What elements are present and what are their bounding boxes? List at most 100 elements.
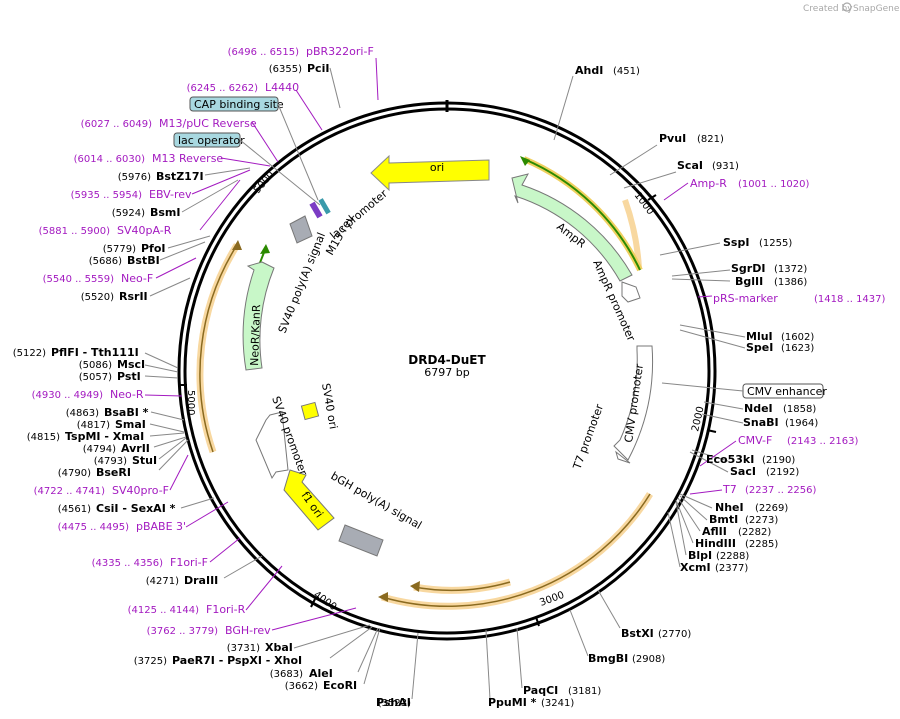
primer-range: (4475 .. 4495) [58,522,130,533]
enzyme-pos: (1386) [774,277,807,288]
neo-orf-line [199,244,238,453]
enzyme-label: RsrII [119,290,148,303]
watermark-text: Created by [803,4,853,14]
sv40-polya-label: SV40 poly(A) signal [276,231,328,335]
primer-range: (6027 .. 6049) [81,119,153,130]
enzyme-pos: (5122) [13,348,46,359]
neor-feature [242,261,275,371]
sv40-polya-feature [289,215,313,244]
primer-range: (6014 .. 6030) [74,154,146,165]
primer-label: BGH-rev [225,624,271,637]
primer-label: CMV-F [738,434,772,447]
enzyme-pos: (1858) [783,404,816,415]
primer-range: (5935 .. 5954) [71,190,143,201]
primer-range: (6496 .. 6515) [228,47,300,58]
primer-label: pRS-marker [713,292,778,305]
enzyme-label: PciI [307,62,329,75]
f1-ori-feature [283,469,335,531]
primer-label: SV40pro-F [112,484,169,497]
enzyme-label: BsmI [150,206,181,219]
primer-range: (4930 .. 4949) [32,390,104,401]
enzyme-labels-left: (3523) PshAI (3662) EcoRI (3683) AleI (3… [13,62,411,709]
primer-label: F1ori-F [170,556,208,569]
enzyme-label: DraIII [184,574,218,587]
enzyme-pos: (4863) [66,408,99,419]
enzyme-pos: (2770) [658,629,691,640]
enzyme-pos: (1964) [785,418,818,429]
enzyme-label: XbaI [265,641,293,654]
tick-5000: 5000 [185,390,196,415]
enzyme-pos: (6355) [269,64,302,75]
enzyme-label: CsiI - SexAI * [96,502,176,515]
lac-operator-label: lac operator [178,134,245,147]
enzyme-pos: (4817) [77,420,110,431]
enzyme-label: MluI [746,330,773,343]
primer-label: M13 Reverse [152,152,223,165]
enzyme-pos: (2908) [632,654,665,665]
enzyme-pos: (451) [613,66,640,77]
enzyme-label: PaqCI [523,684,558,697]
primer-range: (2143 .. 2163) [787,436,859,447]
enzyme-pos: (5520) [81,292,114,303]
enzyme-label: NdeI [744,402,773,415]
enzyme-label: AleI [309,667,333,680]
enzyme-pos: (5057) [79,372,112,383]
enzyme-pos: (4790) [58,468,91,479]
neo-orf-highlight [196,243,240,454]
enzyme-label: AflII [702,525,727,538]
cmv-enhancer-label: CMV enhancer [747,385,827,398]
primer-range: (4335 .. 4356) [92,558,164,569]
primer-range: (5540 .. 5559) [43,274,115,285]
ori-label: ori [430,161,444,174]
enzyme-pos: (4271) [146,576,179,587]
sv40-ori-label: SV40 ori [319,382,340,430]
ampr-promoter-feature [621,281,641,303]
primer-range: (1001 .. 1020) [738,179,810,190]
enzyme-pos: (3731) [227,643,260,654]
cap-binding-label: CAP binding site [194,98,284,111]
leader-lines [144,67,746,700]
enzyme-label: AvrII [121,442,150,455]
ampr-orf-line [523,158,641,271]
bgh-feature [338,524,384,557]
sv40-promoter-feature [255,411,289,480]
enzyme-label: SmaI [115,418,146,431]
enzyme-label: BsaBI * [104,406,149,419]
enzyme-label: SnaBI [743,416,779,429]
enzyme-label: Eco53kI [706,453,754,466]
enzyme-label: SpeI [746,341,773,354]
enzyme-label: SacI [730,465,756,478]
primer-range: (1418 .. 1437) [814,294,886,305]
enzyme-pos: (3523) [378,698,411,709]
enzyme-labels: AhdI (451) PvuI (821) ScaI (931) SspI (1… [488,64,818,709]
bgh-label: bGH poly(A) signal [329,469,424,532]
enzyme-label: PpuMI * [488,696,537,709]
primer-label: pBABE 3' [136,520,186,533]
enzyme-label: AhdI [575,64,603,77]
primer-label: pBR322ori-F [306,45,374,58]
enzyme-pos: (5924) [112,208,145,219]
snapgene-logo-icon [842,2,852,12]
enzyme-label: BmgBI [588,652,628,665]
enzyme-pos: (5686) [89,256,122,267]
enzyme-pos: (931) [712,161,739,172]
enzyme-label: HindIII [695,537,736,550]
primer-label: SV40pA-R [117,224,172,237]
primer-label: L4440 [265,81,299,94]
enzyme-label: PstI [117,370,141,383]
plasmid-name: DRD4-DuET [408,353,486,367]
primer-label: M13/pUC Reverse [159,117,257,130]
primer-label: EBV-rev [149,188,192,201]
enzyme-pos: (2288) [716,551,749,562]
enzyme-pos: (2273) [745,515,778,526]
enzyme-label: BstBI [127,254,160,267]
enzyme-label: EcoRI [323,679,357,692]
enzyme-pos: (5086) [79,360,112,371]
enzyme-pos: (2282) [738,527,771,538]
primer-label: Neo-R [110,388,144,401]
plasmid-length: 6797 bp [424,366,469,379]
enzyme-pos: (4561) [58,504,91,515]
primer-range: (4125 .. 4144) [128,605,200,616]
lac-operator-feature [318,198,331,215]
enzyme-pos: (3662) [285,681,318,692]
